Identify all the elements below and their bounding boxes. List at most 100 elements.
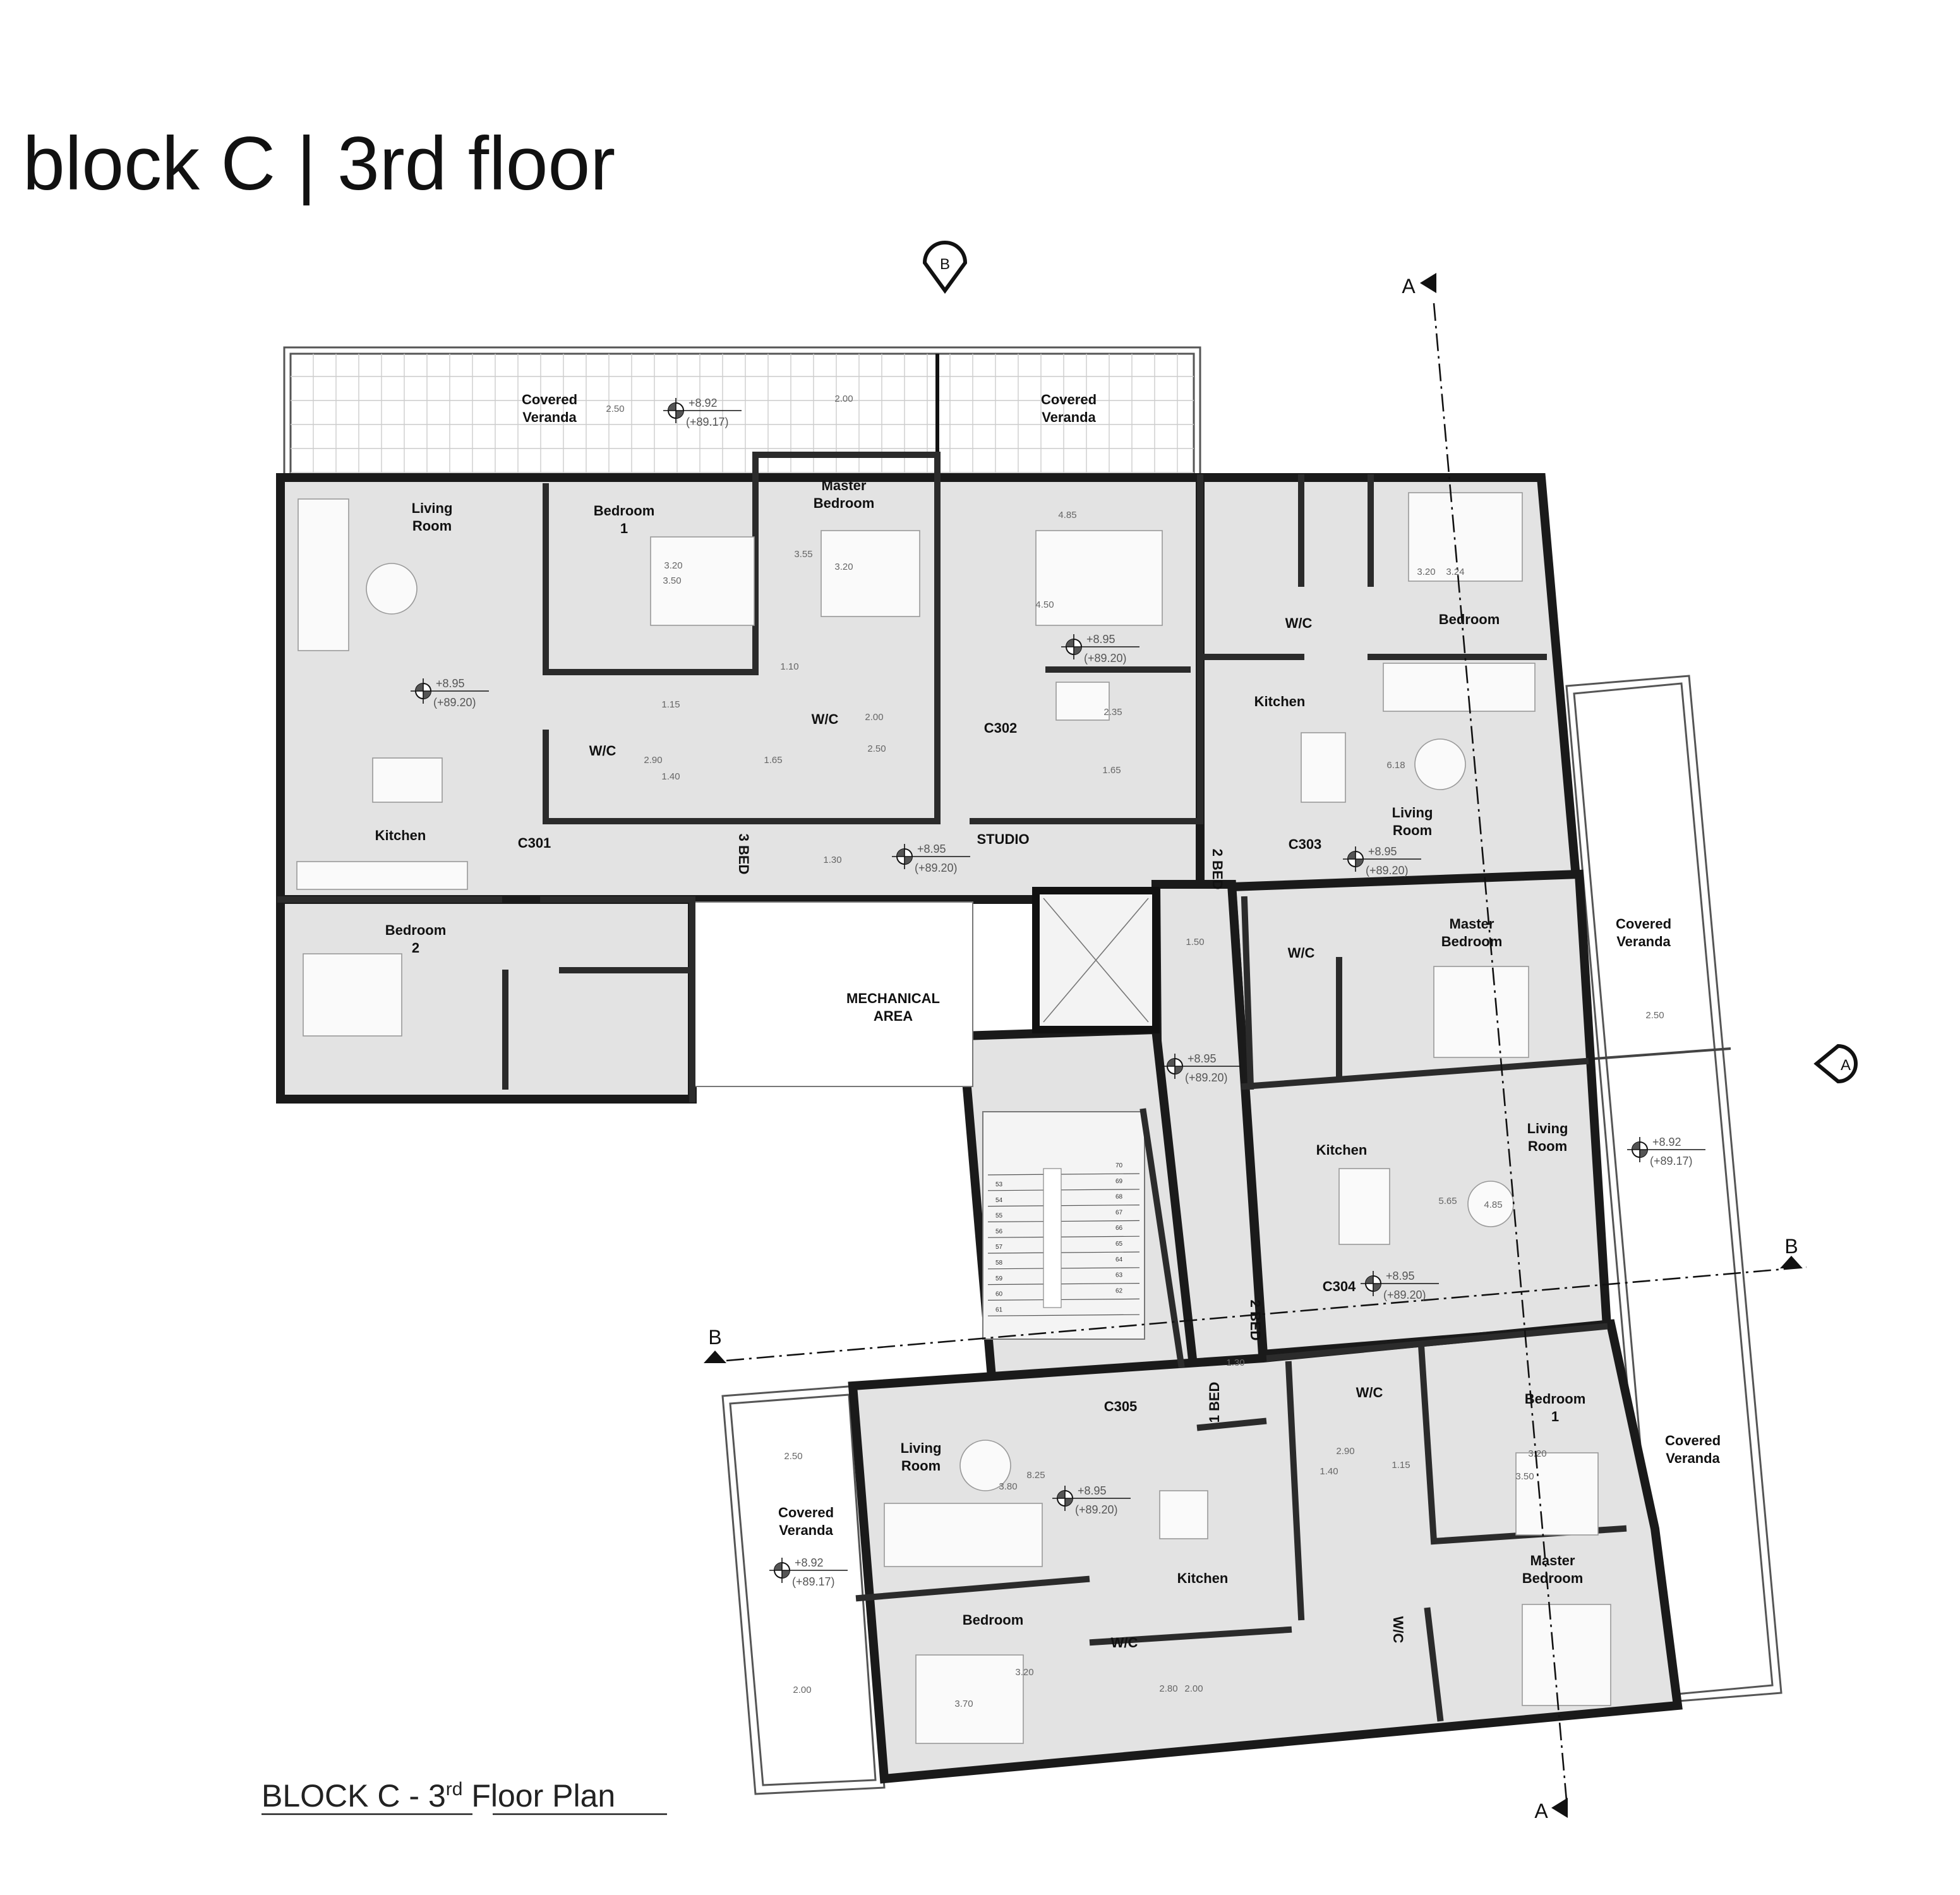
rug — [959, 1440, 1011, 1491]
dimension-label: 6.18 — [1386, 760, 1405, 771]
room-label: Master — [1450, 916, 1494, 932]
dimension-label: 2.50 — [1645, 1010, 1664, 1021]
level-leader — [1343, 846, 1421, 872]
room-label: Bedroom — [963, 1612, 1024, 1628]
level-marker: +8.95(+89.20) — [892, 843, 970, 874]
room-label: W/C — [1285, 615, 1313, 631]
dimension-label: 1.50 — [1186, 937, 1204, 948]
room-label: AREA — [874, 1008, 913, 1024]
stair-tread — [987, 1282, 1140, 1285]
dimension-label: 1.30 — [823, 855, 841, 865]
level-leader — [892, 844, 970, 869]
unit-c305-floor — [848, 1319, 1683, 1784]
room-label: Veranda — [1616, 934, 1671, 949]
section-a-top-label: A — [1402, 275, 1416, 298]
level-marker: +8.95(+89.20) — [1343, 845, 1421, 877]
level-leader — [1361, 1271, 1439, 1296]
room-label: Master — [1530, 1553, 1575, 1568]
dimension-label: 3.50 — [1515, 1471, 1534, 1482]
room-label: Kitchen — [1177, 1570, 1229, 1586]
level-marker: +8.95 (+89.20) — [1162, 1052, 1241, 1084]
reference-level: (+89.20) — [1185, 1071, 1228, 1084]
level-marker: +8.92(+89.17) — [663, 397, 742, 428]
dining-table — [1055, 682, 1110, 721]
stair-step-number: 54 — [995, 1197, 1003, 1204]
floor-level: +8.95 — [917, 843, 946, 855]
stair-step-number: 55 — [995, 1213, 1003, 1220]
dimension-label: 3.20 — [1417, 567, 1435, 577]
floor-level: +8.95 — [1187, 1052, 1217, 1065]
bed — [303, 953, 402, 1037]
dimension-label: 2.00 — [793, 1685, 811, 1695]
stair-tread — [987, 1173, 1140, 1176]
room-label: Living — [901, 1440, 942, 1456]
section-b-top-label: B — [940, 256, 950, 273]
room-label: C303 — [1289, 836, 1322, 852]
section-a-bottom-label: A — [1534, 1800, 1548, 1822]
dimension-label: 1.40 — [1320, 1466, 1338, 1477]
dimension-label: 5.65 — [1438, 1196, 1457, 1206]
section-a-top-arrow-icon — [1420, 273, 1436, 293]
room-label: 3 BED — [736, 834, 752, 875]
room-label: W/C — [1111, 1635, 1138, 1651]
room-label: Covered — [1041, 392, 1097, 407]
floor-level: +8.95 — [1368, 845, 1397, 858]
level-target-fill — [897, 849, 912, 864]
level-target-fill — [668, 403, 683, 418]
section-b-top-marker-icon — [922, 241, 968, 294]
level-target-fill — [1632, 1142, 1647, 1157]
staircase — [982, 1111, 1145, 1340]
room-label: Veranda — [522, 409, 577, 425]
room-label: 1 BED — [1206, 1382, 1222, 1423]
stair-step-number: 61 — [995, 1306, 1003, 1313]
level-leader — [1162, 1054, 1241, 1079]
bed — [1035, 530, 1163, 626]
room-label: Master — [822, 478, 867, 493]
floor-level: +8.95 — [436, 677, 465, 690]
stair-step-number: 56 — [995, 1228, 1003, 1235]
bed — [821, 530, 920, 617]
dimension-label: 1.15 — [661, 699, 680, 710]
room-label: Bedroom — [1525, 1391, 1586, 1407]
floor-level: +8.95 — [1078, 1484, 1107, 1497]
room-label: Room — [901, 1458, 941, 1474]
rug — [1414, 738, 1466, 790]
stair-step-number: 67 — [1115, 1209, 1123, 1216]
stair-tread — [987, 1220, 1140, 1223]
stair-step-number: 57 — [995, 1244, 1003, 1251]
east-veranda-inner — [1573, 682, 1774, 1697]
room-label: W/C — [1356, 1385, 1383, 1400]
room-label: Bedroom — [814, 495, 875, 511]
dimension-label: 4.85 — [1484, 1200, 1502, 1210]
room-label: Veranda — [1042, 409, 1096, 425]
stair-step-number: 69 — [1115, 1178, 1123, 1185]
dimension-label: 2.35 — [1103, 707, 1122, 718]
stair-step-number: 59 — [995, 1275, 1003, 1282]
room-label: C301 — [518, 835, 551, 851]
room-label: Covered — [1616, 916, 1671, 932]
stair-step-number: 65 — [1115, 1241, 1123, 1248]
dimension-label: 2.90 — [1336, 1446, 1354, 1457]
floor-level: +8.92 — [1652, 1136, 1681, 1148]
reference-level: (+89.17) — [792, 1575, 835, 1588]
room-label: C302 — [984, 720, 1018, 736]
dimension-label: 4.85 — [1058, 510, 1076, 520]
room-label: Bedroom — [1439, 611, 1500, 627]
section-b-left-label: B — [708, 1326, 721, 1349]
room-label: Bedroom — [1522, 1570, 1584, 1586]
stair-step-number: 68 — [1115, 1194, 1123, 1201]
room-label: W/C — [1390, 1616, 1406, 1644]
dimension-label: 3.55 — [794, 549, 812, 560]
mechanical-area — [694, 901, 973, 1087]
section-b-right-arrow-icon — [1780, 1256, 1803, 1268]
room-label: Bedroom — [385, 922, 447, 938]
level-target-fill — [1057, 1491, 1073, 1506]
caption-main: BLOCK C - 3 — [262, 1778, 446, 1814]
dimension-label: 2.00 — [1184, 1683, 1203, 1694]
dimension-label: 1.15 — [1392, 1460, 1410, 1471]
dimension-label: 2.90 — [644, 755, 662, 766]
level-target-fill — [774, 1563, 790, 1578]
level-marker: +8.95(+89.20) — [1061, 633, 1139, 665]
room-label: 1 — [1551, 1409, 1559, 1424]
level-target-fill — [1366, 1276, 1381, 1291]
